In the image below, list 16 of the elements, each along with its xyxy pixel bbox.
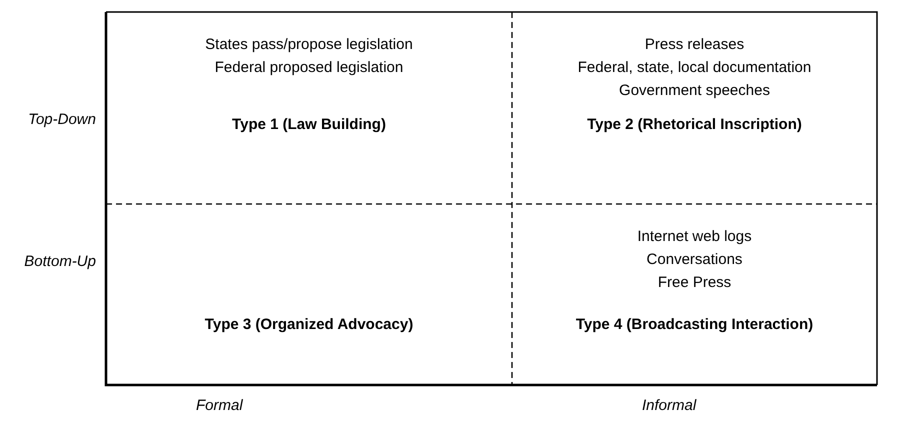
quadrant-item: Free Press	[656, 274, 732, 292]
quadrant-title: Type 3 (Organized Advocacy)	[204, 316, 414, 334]
row-label: Bottom-Up	[23, 253, 96, 270]
quadrant-item: Press releases	[644, 36, 746, 54]
quadrant-item: Federal, state, local documentation	[576, 59, 812, 77]
column-label: Formal	[196, 397, 243, 414]
quadrant-title: Type 4 (Broadcasting Interaction)	[574, 316, 814, 334]
quadrant-item: Federal proposed legislation	[214, 59, 404, 77]
quadrant-item: Internet web logs	[636, 228, 753, 246]
quadrant-item: Government speeches	[618, 82, 771, 100]
quadrant-item: States pass/propose legislation	[204, 36, 414, 54]
quadrant-title: Type 1 (Law Building)	[231, 116, 387, 134]
column-label: Informal	[642, 397, 696, 414]
quadrant-title: Type 2 (Rhetorical Inscription)	[586, 116, 803, 134]
row-label: Top-Down	[27, 111, 96, 128]
quadrant-item: Conversations	[646, 251, 744, 269]
